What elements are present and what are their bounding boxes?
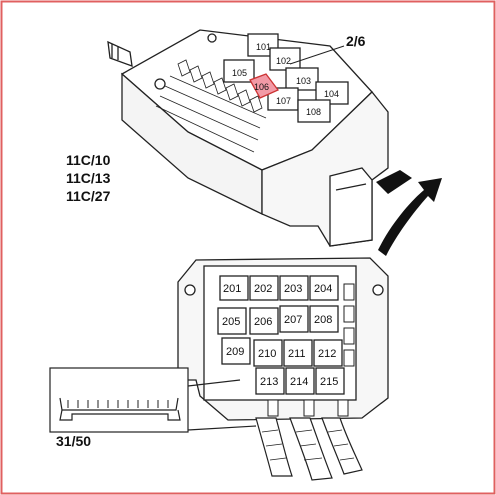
lower-fuse-box bbox=[177, 257, 389, 421]
relay-107 bbox=[267, 87, 299, 111]
relay-103 bbox=[285, 67, 319, 91]
relay-label: 208 bbox=[314, 314, 332, 326]
relay-label: 213 bbox=[260, 376, 278, 388]
callout-top-right: 2/6 bbox=[346, 33, 366, 49]
relay-label: 203 bbox=[284, 283, 302, 295]
relay-106-highlight bbox=[249, 73, 280, 99]
callout-code: 11C/13 bbox=[66, 170, 111, 186]
relay-label: 211 bbox=[288, 348, 306, 360]
relay-label: 205 bbox=[222, 316, 240, 328]
lower-relay-labels: 201 202 203 204 205 206 207 208 209 210 … bbox=[222, 283, 338, 388]
callout-bottom-left: 31/50 bbox=[56, 433, 91, 449]
upper-fuse-box bbox=[107, 29, 389, 247]
relay-label: 206 bbox=[254, 316, 272, 328]
relay-104 bbox=[315, 81, 349, 105]
relay-label: 204 bbox=[314, 283, 332, 295]
relay-label: 214 bbox=[290, 376, 308, 388]
relay-label: 202 bbox=[254, 283, 272, 295]
relay-label: 210 bbox=[258, 348, 276, 360]
relay-label: 105 bbox=[232, 68, 247, 78]
relay-label: 102 bbox=[276, 56, 291, 66]
relay-102 bbox=[269, 47, 301, 71]
upper-relay-labels: 101 102 103 104 105 106 107 108 bbox=[232, 42, 339, 117]
relay-label: 212 bbox=[318, 348, 336, 360]
callout-code: 11C/27 bbox=[66, 188, 111, 204]
relay-label: 215 bbox=[320, 376, 338, 388]
relay-label: 201 bbox=[223, 283, 241, 295]
relay-label: 207 bbox=[284, 314, 302, 326]
connector-inset bbox=[49, 367, 257, 433]
leader-line bbox=[289, 45, 345, 65]
relay-label: 107 bbox=[276, 96, 291, 106]
relay-label: 106 bbox=[254, 82, 269, 92]
relay-label: 209 bbox=[226, 346, 244, 358]
relay-105 bbox=[223, 59, 255, 83]
relay-108 bbox=[297, 99, 331, 123]
relay-label: 103 bbox=[296, 76, 311, 86]
direction-arrow bbox=[376, 170, 442, 256]
callout-code: 11C/10 bbox=[66, 152, 111, 168]
relay-label: 104 bbox=[324, 89, 339, 99]
cable-bundle bbox=[255, 417, 363, 481]
relay-label: 108 bbox=[306, 107, 321, 117]
relay-label: 101 bbox=[256, 42, 271, 52]
